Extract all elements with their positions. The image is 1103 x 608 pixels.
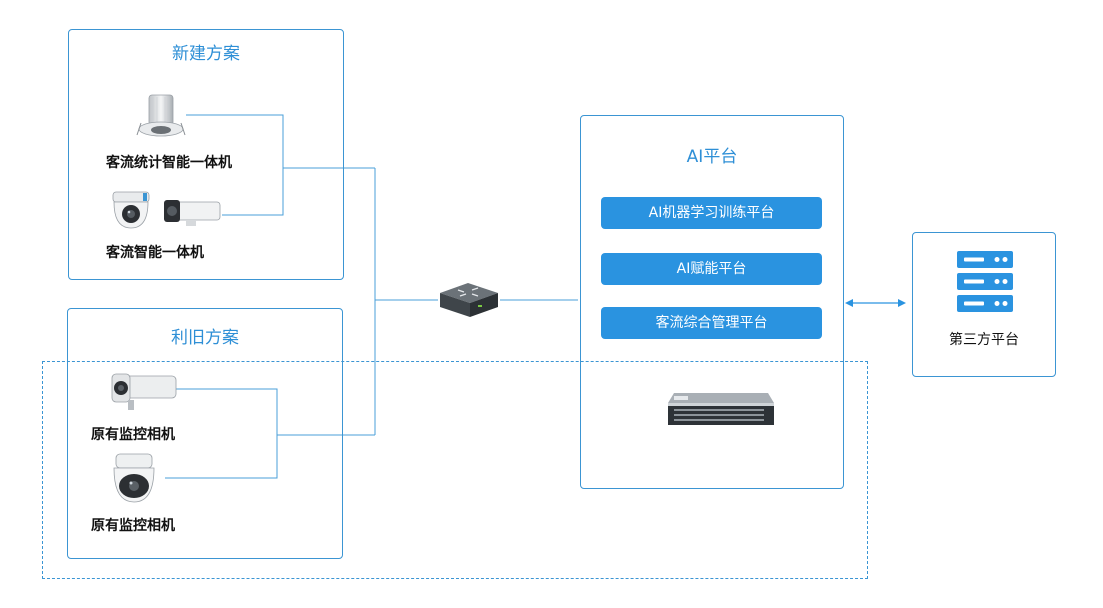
new-scheme-bracket [186,114,284,216]
new-scheme-device1-label: 客流统计智能一体机 [106,155,232,171]
third-party-label: 第三方平台 [949,332,1019,348]
bullet-camera-icon [164,200,221,226]
old-scheme-box: 利旧方案 [67,308,343,559]
old-scheme-device2-label: 原有监控相机 [91,518,175,534]
new-scheme-title: 新建方案 [172,44,240,64]
rack-server-icon [668,393,774,425]
network-switch-icon [440,283,498,317]
dashed-region [42,361,868,579]
ai-platform-box: AI平台 AI机器学习训练平台 AI赋能平台 客流综合管理平台 [580,115,844,489]
ai-training-platform-module: AI机器学习训练平台 [601,197,822,229]
ai-enable-platform-module: AI赋能平台 [601,253,822,285]
people-counter-device-icon [136,94,186,137]
new-scheme-box: 新建方案 [68,29,344,280]
third-party-box: 第三方平台 [912,232,1056,377]
dome-camera-icon [112,191,150,229]
bidirectional-arrow [845,299,906,307]
server-stack-icon [957,251,1013,312]
new-scheme-device2-label: 客流智能一体机 [106,245,204,261]
old-scheme-title: 利旧方案 [171,328,239,348]
ptz-dome-camera-icon [113,453,155,503]
old-scheme-device1-label: 原有监控相机 [91,427,175,443]
old-scheme-bracket [165,388,278,479]
traffic-management-platform-module: 客流综合管理平台 [601,307,822,339]
old-bullet-camera-icon [111,373,177,410]
ai-platform-title: AI平台 [686,147,738,167]
